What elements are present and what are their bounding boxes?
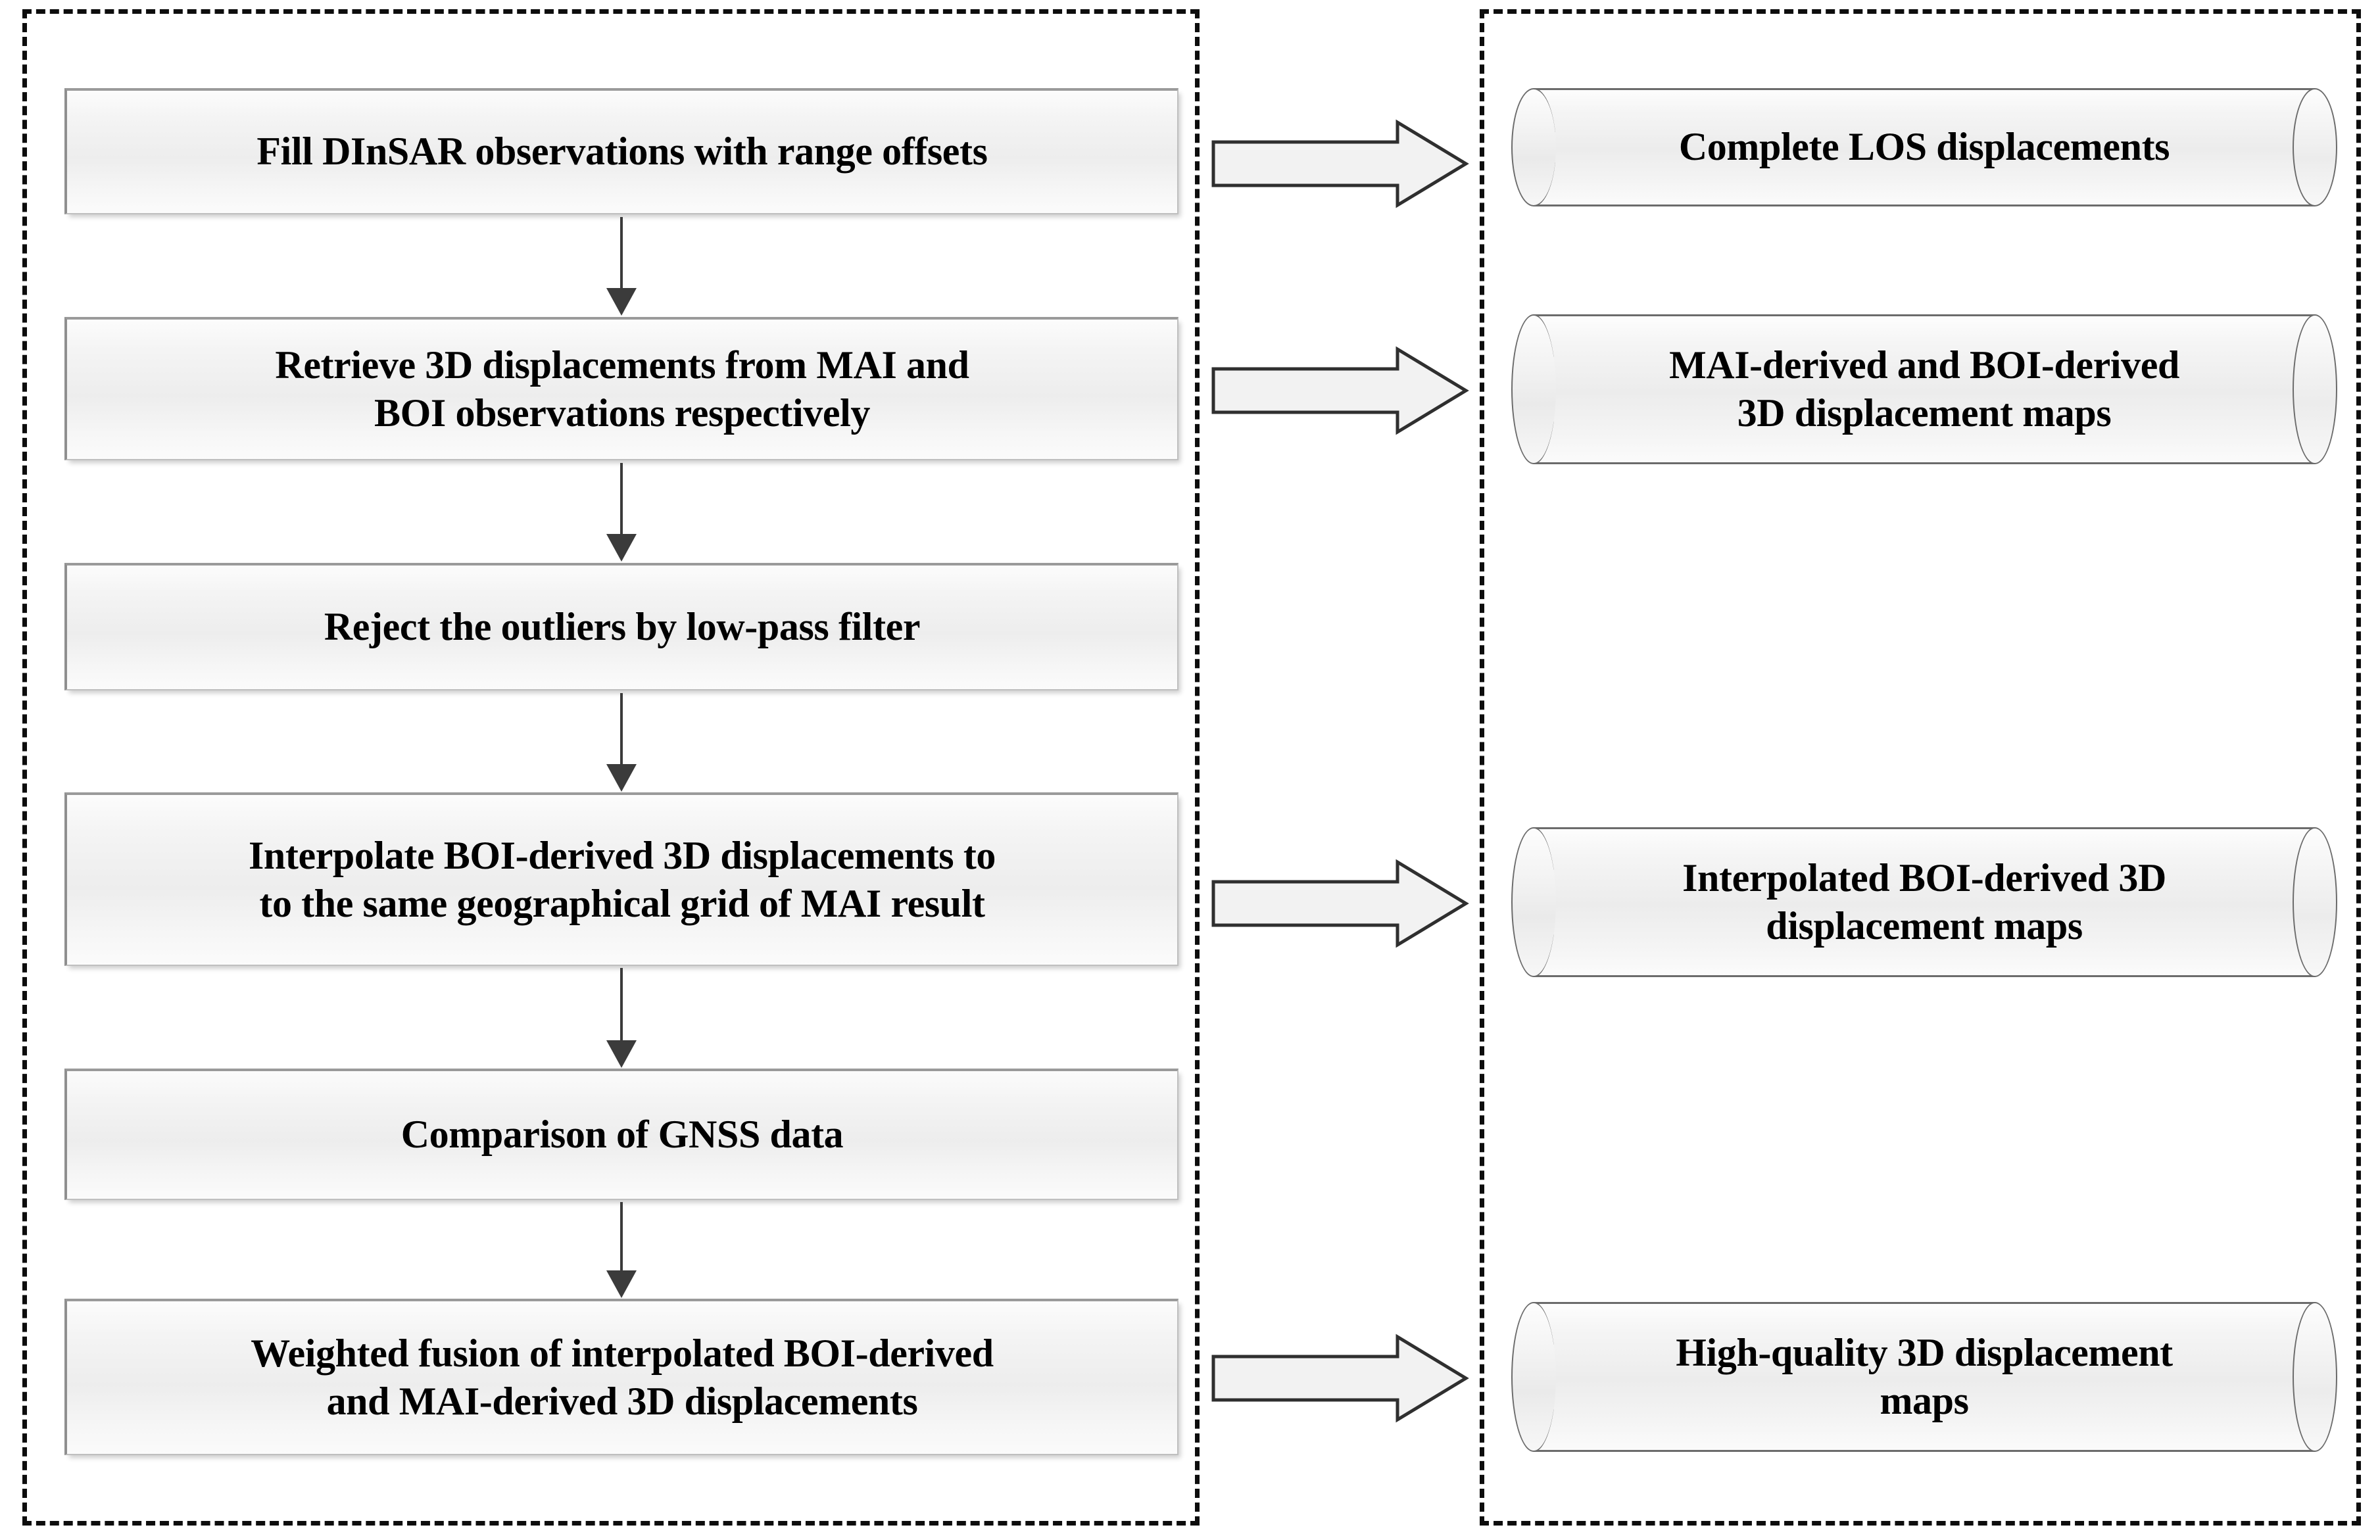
arrow-down-icon bbox=[606, 1270, 637, 1298]
process-box-step-6[interactable]: Weighted fusion of interpolated BOI-deri… bbox=[64, 1299, 1178, 1455]
process-label-step-4: Interpolate BOI-derived 3D displacements… bbox=[248, 833, 996, 925]
block-arrow-right-icon bbox=[1211, 859, 1469, 948]
arrow-down-icon bbox=[606, 764, 637, 792]
cylinder-cap-right bbox=[2293, 827, 2337, 977]
process-box-step-2[interactable]: Retrieve 3D displacements from MAI and B… bbox=[64, 317, 1178, 460]
cylinder-cap-left bbox=[1511, 827, 1556, 977]
arrow-stem bbox=[620, 1202, 623, 1273]
cylinder-cap-right bbox=[2293, 88, 2337, 206]
output-arrow-3 bbox=[1211, 859, 1469, 948]
flow-arrow-4-to-5 bbox=[606, 968, 637, 1068]
block-arrow-right-icon bbox=[1211, 1334, 1469, 1423]
arrow-stem bbox=[620, 968, 623, 1043]
cylinder-cap-left bbox=[1511, 314, 1556, 464]
data-cylinder-product-1[interactable]: Complete LOS displacements bbox=[1511, 88, 2346, 212]
arrow-down-icon bbox=[606, 288, 637, 316]
cylinder-cap-right bbox=[2293, 314, 2337, 464]
cylinder-cap-left bbox=[1511, 88, 1556, 206]
block-arrow-right-icon bbox=[1211, 346, 1469, 435]
cylinder-body bbox=[1534, 314, 2315, 464]
process-label-step-1: Fill DInSAR observations with range offs… bbox=[256, 130, 988, 174]
arrow-stem bbox=[620, 217, 623, 291]
cylinder-cap-right bbox=[2293, 1302, 2337, 1452]
output-arrow-4 bbox=[1211, 1334, 1469, 1423]
output-arrow-2 bbox=[1211, 346, 1469, 435]
products-panel bbox=[1480, 9, 2361, 1526]
process-label-step-6: Weighted fusion of interpolated BOI-deri… bbox=[251, 1331, 994, 1423]
arrow-down-icon bbox=[606, 1040, 637, 1068]
cylinder-body bbox=[1534, 88, 2315, 206]
process-label-step-3: Reject the outliers by low-pass filter bbox=[324, 605, 921, 649]
output-arrow-1 bbox=[1211, 119, 1469, 208]
cylinder-label-product-1: Complete LOS displacements bbox=[1678, 125, 2170, 169]
cylinder-body bbox=[1534, 827, 2315, 977]
arrow-stem bbox=[620, 693, 623, 767]
arrow-down-icon bbox=[606, 534, 637, 562]
flow-arrow-3-to-4 bbox=[606, 693, 637, 792]
cylinder-label-product-4: High-quality 3D displacement maps bbox=[1676, 1330, 2173, 1422]
process-label-step-2: Retrieve 3D displacements from MAI and B… bbox=[275, 343, 969, 435]
process-label-step-5: Comparison of GNSS data bbox=[401, 1113, 844, 1157]
process-box-step-1[interactable]: Fill DInSAR observations with range offs… bbox=[64, 88, 1178, 214]
flow-arrow-2-to-3 bbox=[606, 463, 637, 562]
cylinder-label-product-2: MAI-derived and BOI-derived 3D displacem… bbox=[1669, 343, 2179, 435]
block-arrow-right-icon bbox=[1211, 119, 1469, 208]
processing-steps-panel bbox=[22, 9, 1200, 1526]
cylinder-label-product-3: Interpolated BOI-derived 3D displacement… bbox=[1682, 855, 2166, 948]
data-cylinder-product-2[interactable]: MAI-derived and BOI-derived 3D displacem… bbox=[1511, 314, 2346, 469]
cylinder-body bbox=[1534, 1302, 2315, 1452]
cylinder-cap-left bbox=[1511, 1302, 1556, 1452]
process-box-step-3[interactable]: Reject the outliers by low-pass filter bbox=[64, 563, 1178, 690]
data-cylinder-product-4[interactable]: High-quality 3D displacement maps bbox=[1511, 1302, 2346, 1457]
data-cylinder-product-3[interactable]: Interpolated BOI-derived 3D displacement… bbox=[1511, 827, 2346, 982]
process-box-step-5[interactable]: Comparison of GNSS data bbox=[64, 1069, 1178, 1200]
flow-arrow-5-to-6 bbox=[606, 1202, 637, 1298]
arrow-stem bbox=[620, 463, 623, 537]
flow-arrow-1-to-2 bbox=[606, 217, 637, 316]
process-box-step-4[interactable]: Interpolate BOI-derived 3D displacements… bbox=[64, 792, 1178, 966]
